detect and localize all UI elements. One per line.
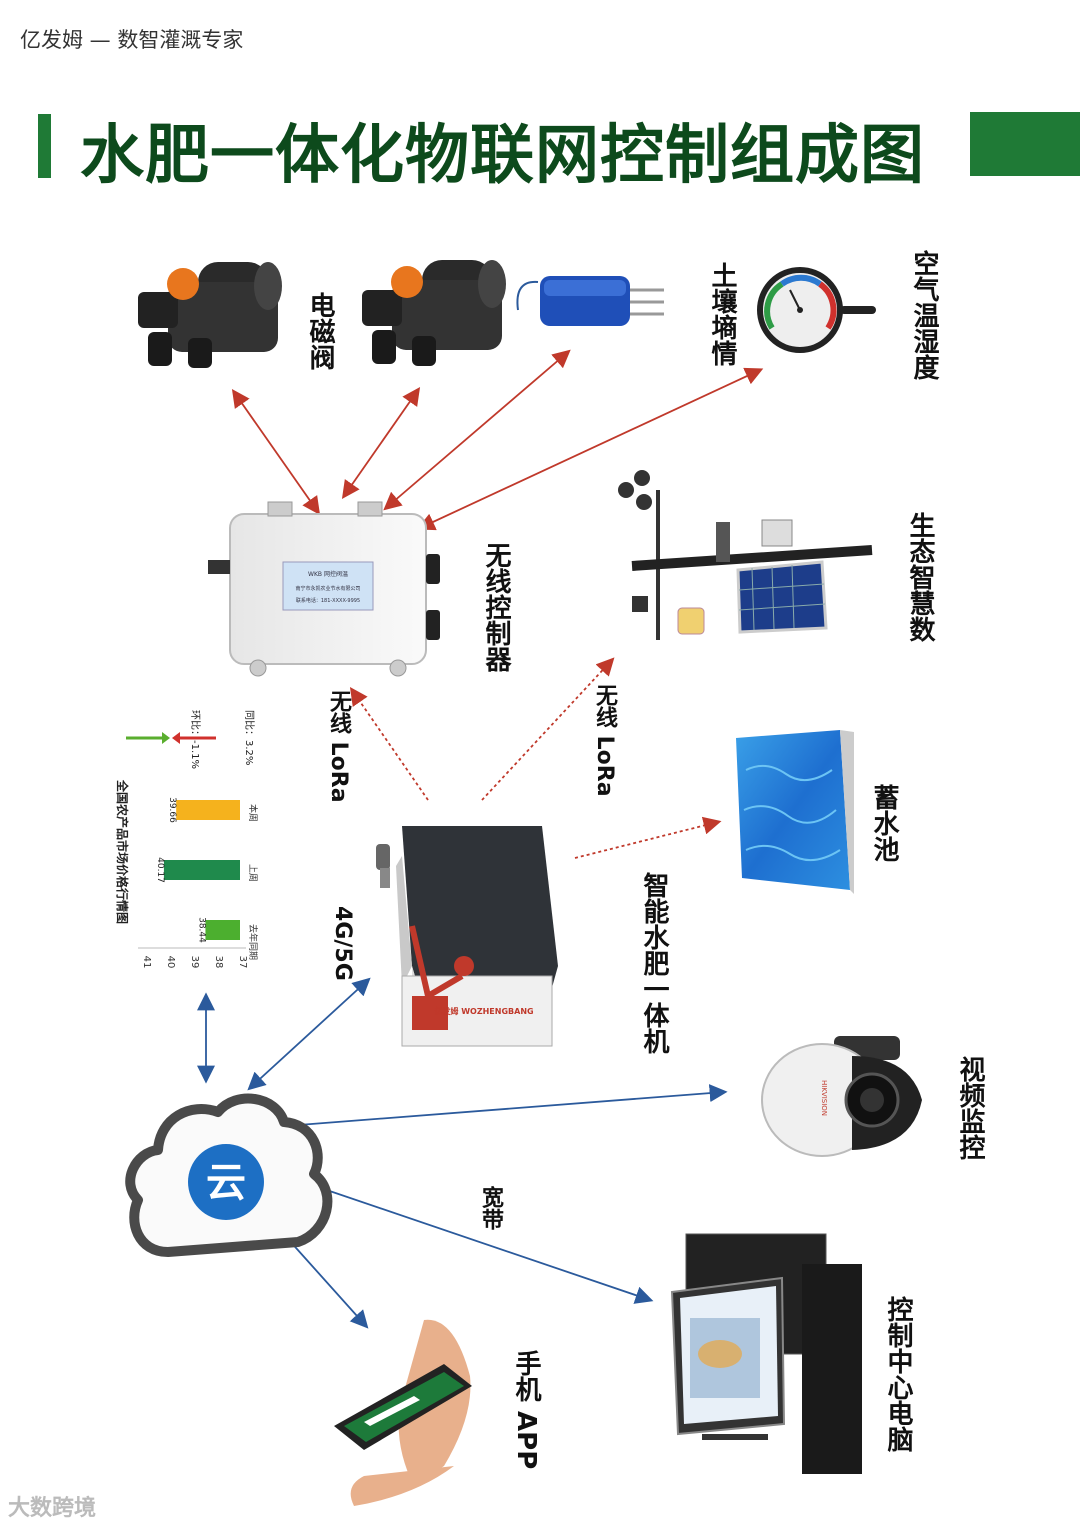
chart-category-label: 去年同期 xyxy=(247,924,259,960)
chart-bar xyxy=(163,860,240,880)
watermark-text: 大数跨境 xyxy=(8,1496,97,1521)
label-controller: 无线控制器 xyxy=(481,542,511,672)
controller-box-line3: 联系电话：181-XXXX-9995 xyxy=(296,597,360,604)
label-pool: 蓄水池 xyxy=(869,784,899,862)
label-4g5g: 4G/5G xyxy=(330,906,355,981)
arrow-soil-controller xyxy=(383,349,571,511)
solenoid-valve-1-icon xyxy=(138,262,282,368)
page-title: 水肥一体化物联网控制组成图 xyxy=(80,119,925,193)
chart-ytick-label: 39 xyxy=(189,956,200,969)
arrow-valve1-controller xyxy=(231,389,321,515)
chart-value-label: 38.44 xyxy=(196,917,206,943)
arrow-cloud-camera xyxy=(256,1084,728,1136)
chart-category-label: 上周 xyxy=(247,864,258,882)
label-soil: 土壤墒情 xyxy=(707,262,737,366)
chart-bar xyxy=(176,800,240,820)
arrow-machine-controller xyxy=(349,687,429,801)
arrow-valve2-controller xyxy=(341,387,421,499)
weather-station-icon xyxy=(618,470,873,640)
arrow-cloud-machine xyxy=(247,977,371,1091)
chart-annotation-label: 环比：-1.1% xyxy=(189,710,201,769)
red-arrows xyxy=(231,349,764,859)
arrow-air-controller xyxy=(416,367,764,531)
wireless-controller-icon: WKB 网控阀温 南宁市永凯农业节水有限公司 联系电话：181-XXXX-999… xyxy=(208,501,440,677)
chart-value-label: 39.66 xyxy=(167,797,177,823)
chart-value-label: 40.17 xyxy=(155,857,165,883)
label-air: 空气温湿度 xyxy=(909,250,939,380)
chart-ytick-label: 37 xyxy=(237,956,248,969)
phone-icon xyxy=(334,1319,472,1506)
chart-annotation-arrowhead xyxy=(162,732,170,744)
label-pc: 控制中心电脑 xyxy=(883,1296,913,1452)
arrow-machine-eco xyxy=(481,657,615,801)
label-lora-left: 无线 LoRa xyxy=(326,690,351,803)
label-lora-right: 无线 LoRa xyxy=(592,684,617,797)
label-camera: 视频监控 xyxy=(955,1056,985,1160)
chart-ytick-label: 41 xyxy=(141,956,152,969)
cloud-label: 云 xyxy=(206,1160,246,1206)
water-fertilizer-machine-icon: 亿发姆 WOZHENGBANG xyxy=(376,826,558,1047)
label-broadband: 宽带 xyxy=(478,1186,503,1230)
air-gauge-icon xyxy=(757,267,876,353)
controller-box-line2: 南宁市永凯农业节水有限公司 xyxy=(295,585,360,592)
arrow-machine-pool xyxy=(574,816,722,859)
label-valve: 电磁阀 xyxy=(305,292,335,370)
cloud-icon xyxy=(125,1093,333,1257)
label-machine: 智能水肥一体机 xyxy=(639,872,669,1054)
chart-ytick-label: 38 xyxy=(213,956,224,969)
label-eco: 生态智慧数 xyxy=(905,512,935,642)
title-accent-right xyxy=(970,112,1080,176)
chart-annotation-arrowhead xyxy=(172,732,180,744)
soil-sensor-icon xyxy=(516,276,664,326)
controller-box-line1: WKB 网控阀温 xyxy=(308,570,348,578)
chart-category-label: 本周 xyxy=(247,804,259,822)
header-brand: 亿发姆 — 数智灌溉专家 xyxy=(20,28,244,52)
camera-logo: HIKVISION xyxy=(820,1080,828,1116)
camera-icon: HIKVISION xyxy=(761,1036,922,1157)
chart-title: 全国农产品市场价格行情图 xyxy=(115,779,130,924)
water-pool-icon xyxy=(736,730,854,894)
chart-ytick-label: 40 xyxy=(165,956,176,969)
solenoid-valve-2-icon xyxy=(362,260,506,366)
label-app: 手机 APP xyxy=(511,1350,541,1470)
machine-brand-text: 亿发姆 WOZHENGBANG xyxy=(434,1006,533,1016)
chart-bar xyxy=(205,920,240,940)
title-accent-left xyxy=(38,114,51,178)
price-chart: 37 38 39 40 41 38.44 去年同期 40.17 上周 39.66 本周 全国农产品市场… xyxy=(115,710,259,969)
pc-icon xyxy=(670,1233,862,1474)
chart-annotation-label: 同比：3.2% xyxy=(243,710,255,765)
